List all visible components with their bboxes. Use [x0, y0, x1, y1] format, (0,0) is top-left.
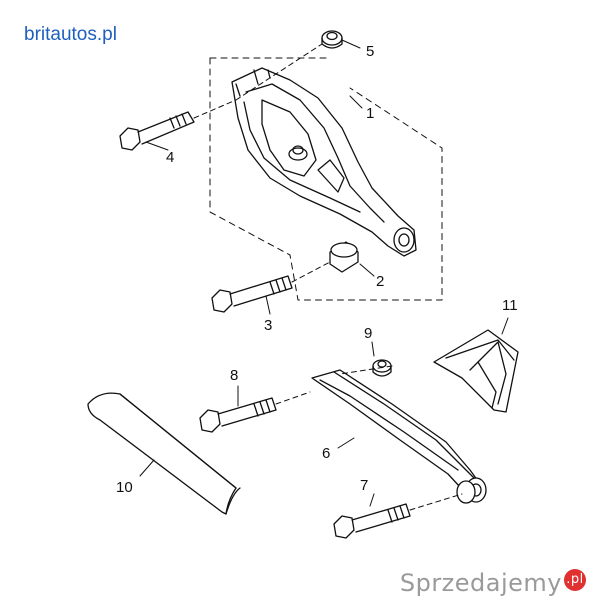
callout-leaders: [139, 39, 509, 507]
assembly-center-lines: [193, 43, 463, 511]
part-6-trailing-link: [311, 369, 487, 504]
callout-3: 3: [264, 317, 272, 334]
part-7-bolt: [333, 503, 411, 539]
watermark-sprzedajemy: Sprzedajemy.pl: [400, 569, 586, 597]
callout-7: 7: [360, 477, 368, 494]
part-10-sleeve: [87, 392, 241, 515]
part-3-bolt: [211, 275, 293, 313]
watermark-britautos: britautos.pl: [24, 24, 117, 45]
assembly-dashed-boundary: [209, 57, 443, 301]
watermark-sprzedajemy-suffix: .pl: [564, 569, 586, 591]
callout-1: 1: [366, 105, 374, 122]
callout-6: 6: [322, 445, 330, 462]
watermark-sprzedajemy-text: Sprzedajemy: [399, 569, 562, 597]
part-4-bolt: [119, 111, 195, 151]
callout-9: 9: [364, 325, 372, 342]
callout-10: 10: [116, 479, 133, 496]
part-8-bolt: [199, 397, 277, 433]
callout-8: 8: [230, 367, 238, 384]
callout-5: 5: [366, 43, 374, 60]
callout-2: 2: [376, 273, 384, 290]
part-5-bushing: [321, 30, 343, 49]
callout-11: 11: [502, 297, 518, 314]
callout-4: 4: [166, 149, 174, 166]
part-1-lower-control-arm: [231, 67, 417, 257]
part-11-bracket: [433, 329, 519, 413]
part-2-bushing: [329, 241, 359, 273]
